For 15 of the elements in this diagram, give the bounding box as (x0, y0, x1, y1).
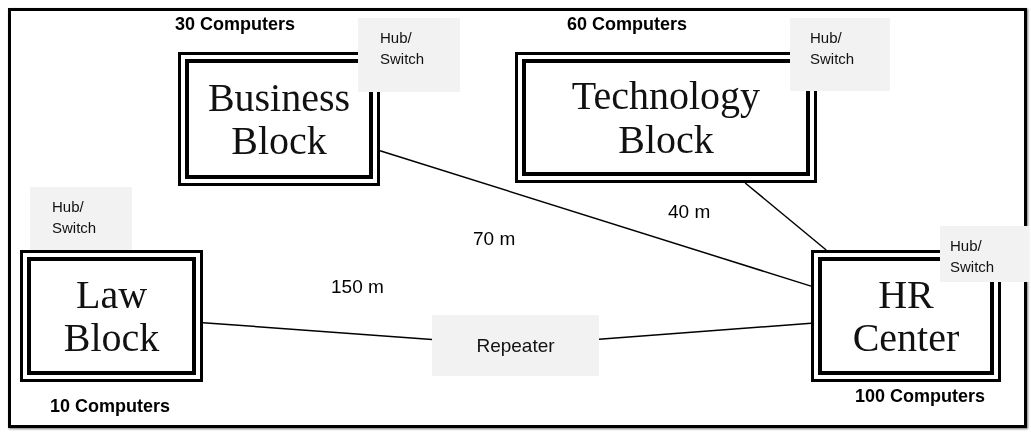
connector-line (598, 322, 812, 340)
repeater-box: Repeater (432, 315, 599, 376)
building-box: Law Block (20, 250, 203, 382)
connector-line (744, 182, 827, 251)
computer-count: 30 Computers (175, 14, 296, 35)
computer-count: 60 Computers (567, 14, 688, 35)
hub-switch-box: Hub/ Switch (30, 187, 132, 250)
hub-switch-box: Hub/ Switch (358, 18, 460, 92)
connector-line (379, 150, 812, 287)
computer-count: 10 Computers (50, 396, 171, 417)
hub-switch-box: Hub/ Switch (790, 18, 890, 91)
computer-count: 100 Computers (855, 386, 986, 407)
building-box: Business Block (178, 52, 380, 186)
hub-switch-box: Hub/ Switch (940, 226, 1029, 282)
connector-line (202, 321, 433, 341)
